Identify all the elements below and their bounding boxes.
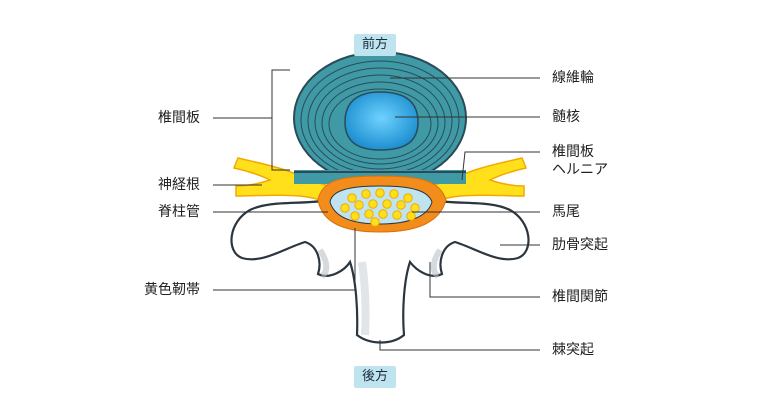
label-spinal-canal: 脊柱管 (158, 204, 200, 220)
nerve-fiber (370, 217, 380, 227)
label-annulus: 線維輪 (552, 70, 594, 86)
vertebra-bone (230, 198, 530, 344)
bone-shading-right (430, 248, 443, 279)
label-costal-process: 肋骨突起 (552, 237, 608, 253)
nerve-fiber (364, 209, 374, 219)
nerve-fiber (410, 203, 420, 213)
label-herniation-1: 椎間板 (552, 144, 594, 160)
nerve-fiber (392, 210, 402, 220)
nerve-fiber (389, 189, 399, 199)
nerve-fiber (368, 199, 378, 209)
nerve-fiber (378, 209, 388, 219)
spinous-shading (358, 261, 370, 336)
label-cauda-equina: 馬尾 (552, 204, 580, 220)
nerve-fiber (340, 203, 350, 213)
nerve-fiber (406, 211, 416, 221)
label-herniation-2: ヘルニア (552, 162, 608, 178)
label-nucleus: 髄核 (552, 109, 580, 125)
nerve-fiber (375, 188, 385, 198)
bone-shading-left (317, 248, 330, 279)
label-facet-joint: 椎間関節 (552, 289, 608, 305)
nerve-fiber (396, 200, 406, 210)
nerve-fiber (347, 193, 357, 203)
leader-lines (213, 69, 540, 351)
nerve-fiber (403, 193, 413, 203)
front-label: 前方 (354, 34, 397, 56)
nerve-fiber (350, 211, 360, 221)
nerve-fiber (354, 200, 364, 210)
back-label: 後方 (354, 366, 397, 388)
nucleus (344, 91, 419, 151)
label-ligament-flavum: 黄色靭帯 (144, 282, 200, 298)
cauda-equina-fibers (340, 188, 420, 227)
label-spinous-process: 棘突起 (552, 342, 594, 358)
label-nerve-root: 神経根 (158, 177, 200, 193)
nerve-fiber (382, 199, 392, 209)
label-disc: 椎間板 (158, 110, 200, 126)
nerve-fiber (361, 189, 371, 199)
